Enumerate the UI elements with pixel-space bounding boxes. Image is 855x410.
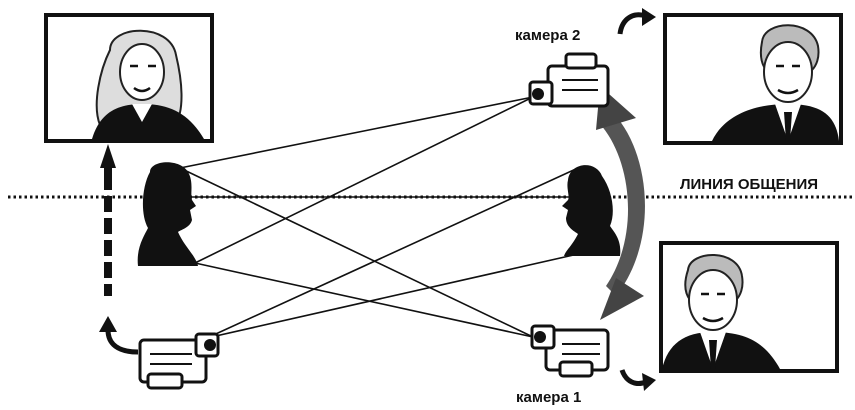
camera-3-turn-arrow xyxy=(108,330,138,352)
tv-screen-man-top xyxy=(665,15,841,143)
camera-3-turn-arrowhead xyxy=(99,316,117,332)
camera-1-turn-arrow xyxy=(622,370,646,384)
camera-3-icon xyxy=(140,334,218,388)
sight-lines xyxy=(180,97,578,338)
tv-screen-woman xyxy=(46,15,212,141)
head-silhouette-left xyxy=(138,162,198,266)
camera-1-icon xyxy=(532,326,608,376)
camera-1-label: камера 1 xyxy=(516,389,581,406)
camera-2-icon xyxy=(530,54,608,106)
camera-2-label: камера 2 xyxy=(515,27,580,44)
dashed-arrow-icon xyxy=(100,144,116,296)
line-of-interest-label: ЛИНИЯ ОБЩЕНИЯ xyxy=(680,176,818,193)
camera-1-turn-arrowhead xyxy=(642,373,656,391)
camera-2-turn-arrowhead xyxy=(642,8,656,26)
head-silhouette-right xyxy=(562,165,620,256)
tv-screen-man-bottom xyxy=(661,243,837,371)
